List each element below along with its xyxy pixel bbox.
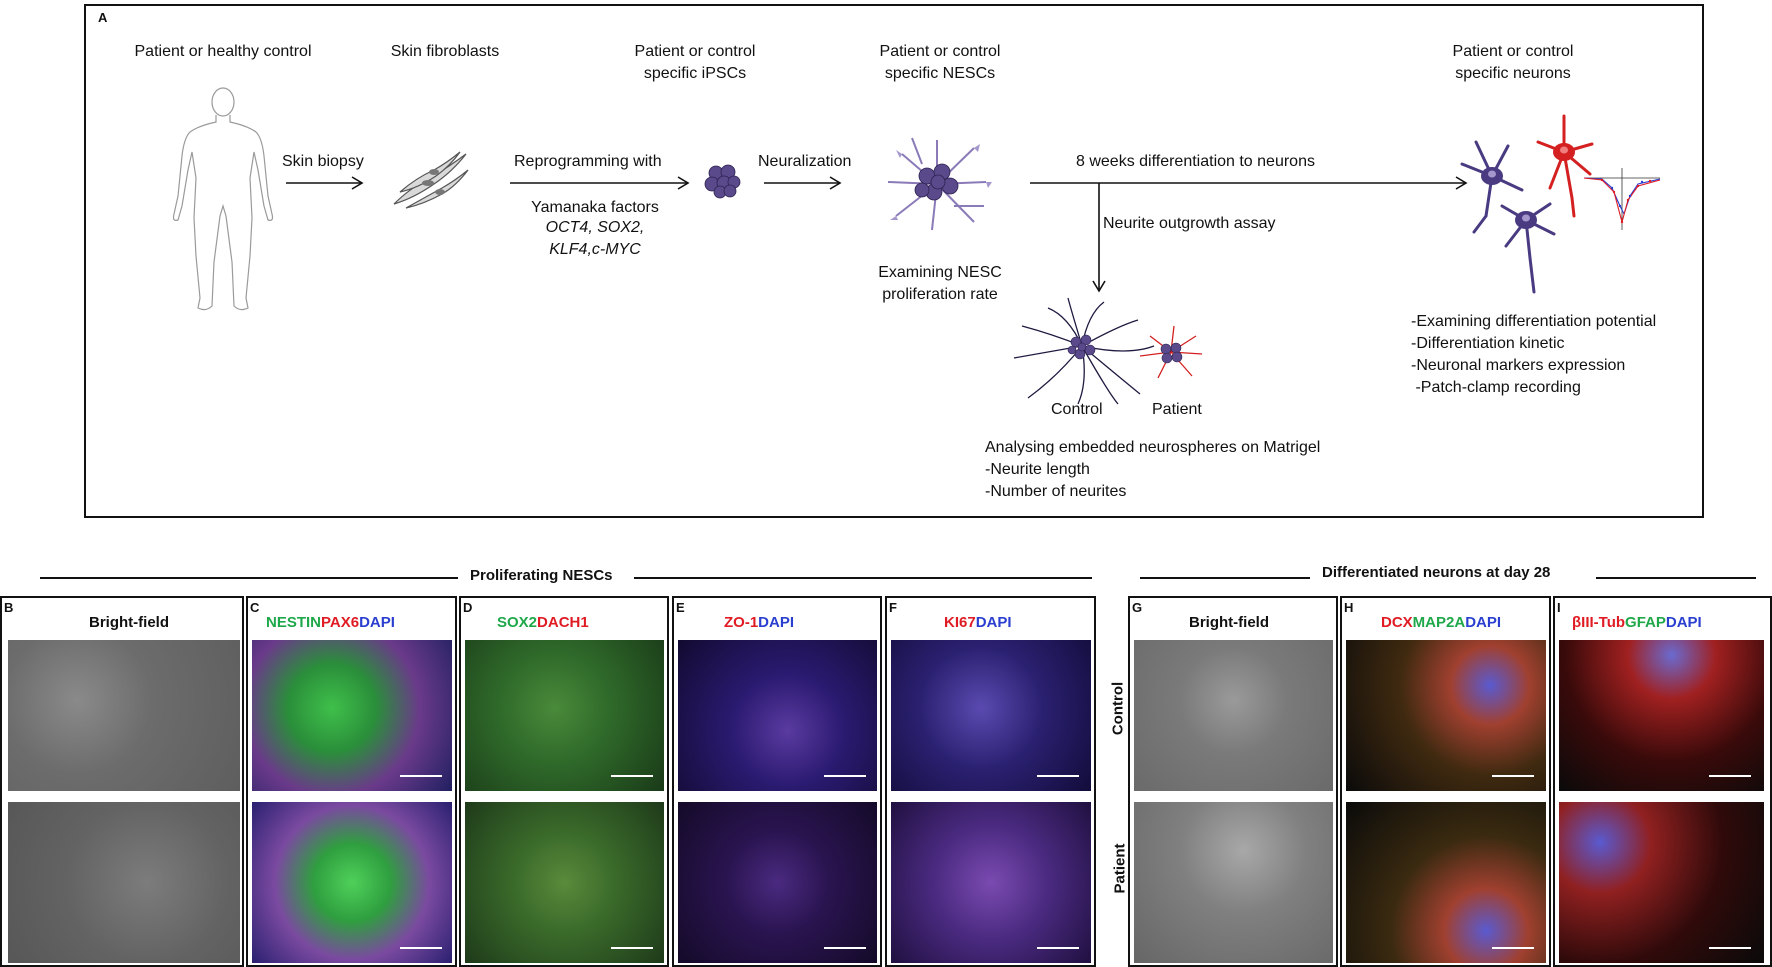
neuron-text-2: -Differentiation kinetic [1411, 335, 1565, 352]
image-e-control [678, 640, 877, 791]
label-nesc-exam-2: proliferation rate [882, 286, 998, 303]
arrow-neuralization [764, 176, 842, 190]
panel-letter-h: H [1344, 600, 1354, 615]
marker-dapi-e: DAPI [758, 614, 795, 631]
row-label-control-right: Control [1109, 681, 1127, 736]
label-sphere-patient: Patient [1152, 401, 1202, 418]
marker-dach1: DACH1 [537, 614, 589, 631]
label-differentiation: 8 weeks differentiation to neurons [1076, 153, 1315, 170]
marker-gfap: GFAP [1625, 614, 1666, 631]
marker-sox2: SOX2 [497, 614, 538, 631]
neuron-text-4: -Patch-clamp recording [1411, 379, 1581, 396]
section-rule-left-b [1140, 577, 1310, 579]
panel-letter-c: C [250, 600, 260, 615]
marker-dapi-h: DAPI [1465, 614, 1502, 631]
label-nesc-exam-1: Examining NESC [878, 264, 1002, 281]
arrow-neurite-assay [1092, 183, 1106, 293]
marker-dcx: DCX [1381, 614, 1413, 631]
image-c-patient [252, 802, 452, 963]
image-b-patient [8, 802, 240, 963]
marker-dapi-i: DAPI [1665, 614, 1702, 631]
marker-map2a: MAP2A [1412, 614, 1466, 631]
panel-letter-e: E [676, 600, 685, 615]
panel-letter-i: I [1557, 600, 1561, 615]
label-skin-biopsy: Skin biopsy [282, 153, 364, 170]
panel-letter-g: G [1132, 600, 1143, 615]
label-sphere-control: Control [1051, 401, 1103, 418]
image-i-patient [1559, 802, 1764, 963]
marker-pax6: PAX6 [321, 614, 360, 631]
panel-letter-a: A [98, 10, 108, 25]
marker-tubulin: βIII-Tub [1572, 614, 1626, 631]
label-reprogramming: Reprogramming with [514, 153, 662, 170]
heading-ipsc-2: specific iPSCs [643, 65, 747, 82]
heading-nesc-1: Patient or control [879, 43, 1001, 60]
marker-zo1: ZO-1 [724, 614, 759, 631]
section-rule-right-a [634, 577, 1092, 579]
assay-text-2: -Neurite length [985, 461, 1090, 478]
panel-letter-f: F [889, 600, 897, 615]
section-title-nesc: Proliferating NESCs [470, 567, 613, 584]
control-neurosphere-icon [1013, 297, 1155, 405]
ipsc-colony-icon [704, 164, 741, 199]
nesc-cluster-icon [887, 137, 992, 231]
image-h-patient [1346, 802, 1546, 963]
heading-patient: Patient or healthy control [134, 43, 312, 60]
arrow-differentiation [1030, 176, 1468, 190]
heading-neuron-2: specific neurons [1455, 65, 1571, 82]
panel-g-title: Bright-field [1189, 614, 1269, 631]
image-g-control [1134, 640, 1333, 791]
assay-text-3: -Number of neurites [985, 483, 1127, 500]
arrow-reprogramming [510, 176, 690, 190]
image-g-patient [1134, 802, 1333, 963]
row-label-patient-right: Patient [1111, 843, 1129, 894]
image-e-patient [678, 802, 877, 963]
arrow-biopsy [286, 176, 364, 190]
image-d-patient [465, 802, 664, 963]
label-neurite-assay: Neurite outgrowth assay [1103, 215, 1276, 232]
section-rule-left-a [40, 577, 458, 579]
heading-neuron-1: Patient or control [1452, 43, 1574, 60]
workflow-panel [84, 4, 1704, 518]
neuron-text-3: -Neuronal markers expression [1411, 357, 1626, 374]
marker-nestin: NESTIN [266, 614, 322, 631]
panel-b-title: Bright-field [89, 614, 169, 631]
marker-ki67: KI67 [944, 614, 976, 631]
label-yamanaka: Yamanaka factors [531, 199, 659, 216]
heading-fibroblasts: Skin fibroblasts [390, 43, 500, 60]
patient-neurosphere-icon [1139, 325, 1203, 379]
assay-text-1: Analysing embedded neurospheres on Matri… [985, 439, 1321, 456]
label-neuralization: Neuralization [758, 153, 852, 170]
image-d-control [465, 640, 664, 791]
heading-ipsc-1: Patient or control [634, 43, 756, 60]
image-f-patient [891, 802, 1091, 963]
heading-nesc-2: specific NESCs [884, 65, 996, 82]
patch-clamp-plot-icon [1583, 168, 1661, 230]
section-title-neurons: Differentiated neurons at day 28 [1322, 564, 1551, 581]
neuron-text-1: -Examining differentiation potential [1411, 313, 1657, 330]
image-f-control [891, 640, 1091, 791]
image-i-control [1559, 640, 1764, 791]
label-factors-2: KLF4,c-MYC [549, 241, 641, 258]
label-factors-1: OCT4, SOX2, [545, 219, 645, 236]
image-b-control [8, 640, 240, 791]
panel-letter-d: D [463, 600, 473, 615]
neurons-icon [1460, 114, 1594, 294]
section-rule-right-b [1596, 577, 1756, 579]
panel-letter-b: B [4, 600, 14, 615]
image-c-control [252, 640, 452, 791]
fibroblast-cells-icon [393, 151, 469, 209]
human-figure-icon [172, 87, 274, 311]
marker-dapi-c: DAPI [359, 614, 395, 631]
marker-dapi-f: DAPI [975, 614, 1012, 631]
image-h-control [1346, 640, 1546, 791]
